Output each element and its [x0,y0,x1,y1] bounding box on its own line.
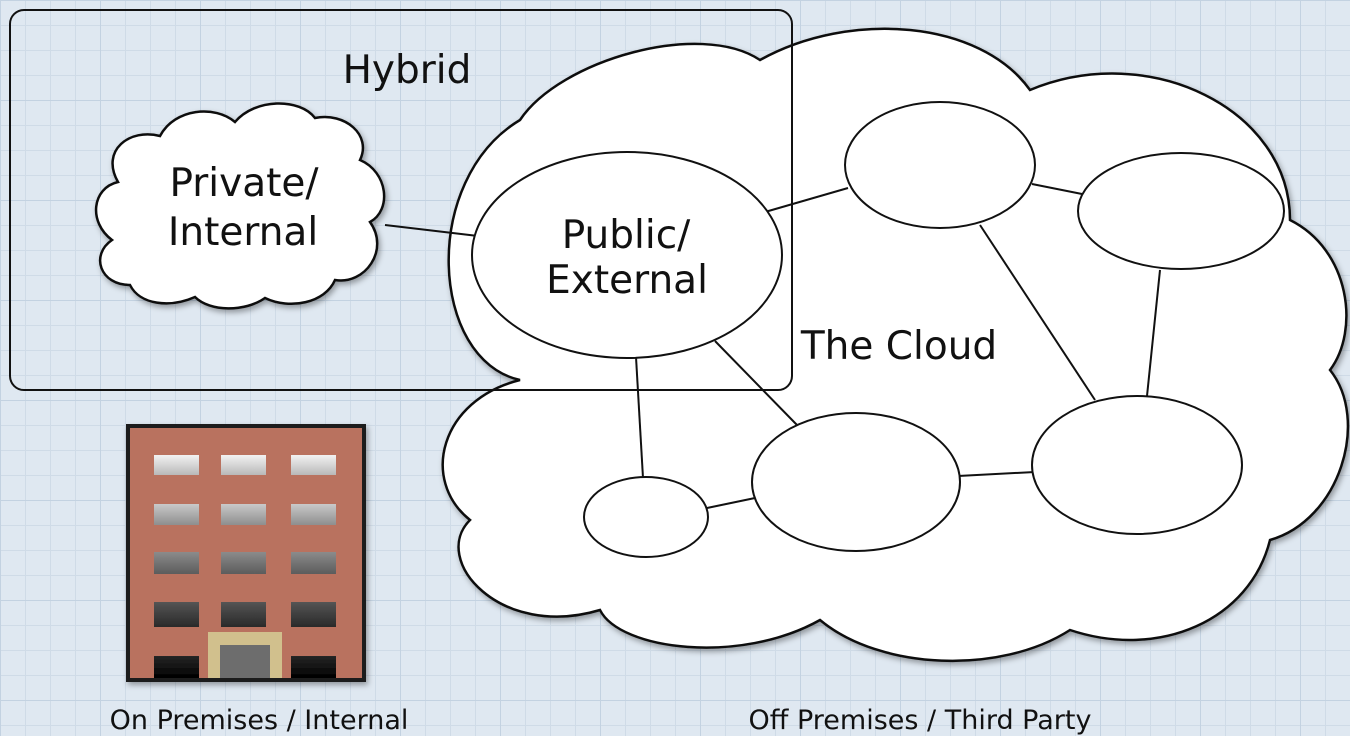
edge-right-bottomright [1146,269,1161,397]
cloud-node-center [751,412,961,552]
private-cloud-shape [95,102,386,310]
edge-private-public [384,224,479,237]
edge-top-bottomright [979,224,1096,401]
public-external-node [471,151,783,359]
cloud-node-right [1077,152,1285,270]
edge-public-center [714,340,798,426]
edge-public-top [764,187,849,213]
edge-public-small [635,356,644,479]
network-edges [384,183,1161,509]
cloud-node-bottom-right [1031,395,1243,535]
public-label-line2: External [546,258,708,303]
private-label-line2: Internal [168,210,318,255]
hybrid-label: Hybrid [343,48,472,93]
private-label-line1: Private/ [169,161,319,206]
hybrid-boundary [9,9,793,391]
off-premises-caption: Off Premises / Third Party [749,705,1092,736]
edge-small-center [706,497,756,509]
office-building-icon [126,424,366,682]
edge-center-bottomright [957,471,1036,477]
edge-top-right [1031,183,1083,195]
cloud-node-top [844,101,1036,229]
cloud-node-small [583,476,709,558]
on-premises-caption: On Premises / Internal [110,705,409,736]
public-label-line1: Public/ [562,213,691,258]
cloud-label: The Cloud [800,324,997,369]
